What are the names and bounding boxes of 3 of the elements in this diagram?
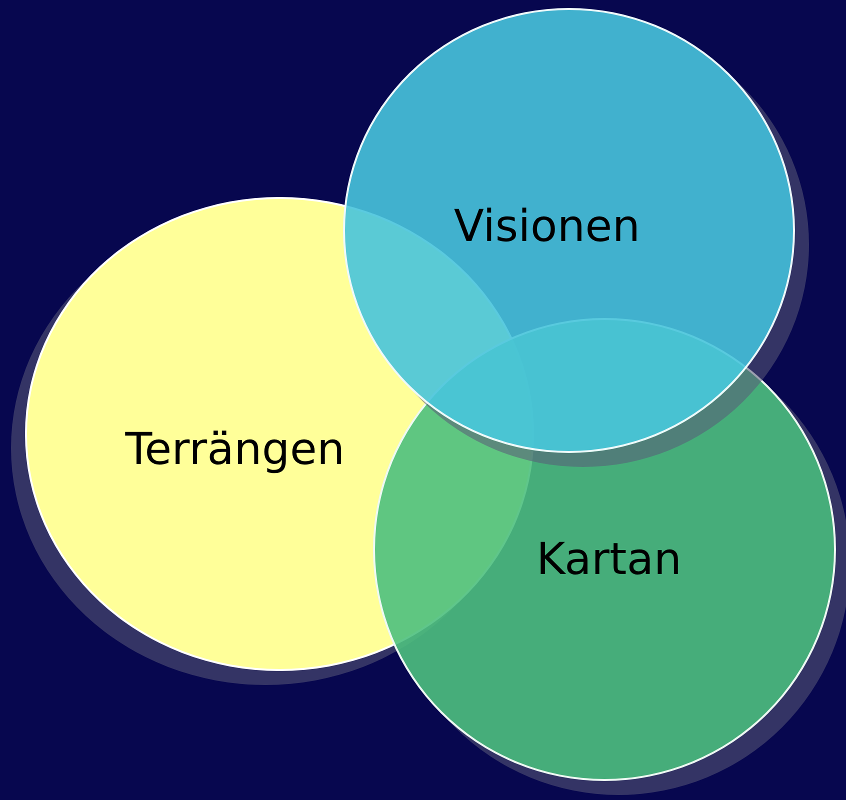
circle-label: Terrängen [125,423,345,477]
circle-label: Visionen [454,200,640,254]
circle-label: Kartan [536,533,682,587]
